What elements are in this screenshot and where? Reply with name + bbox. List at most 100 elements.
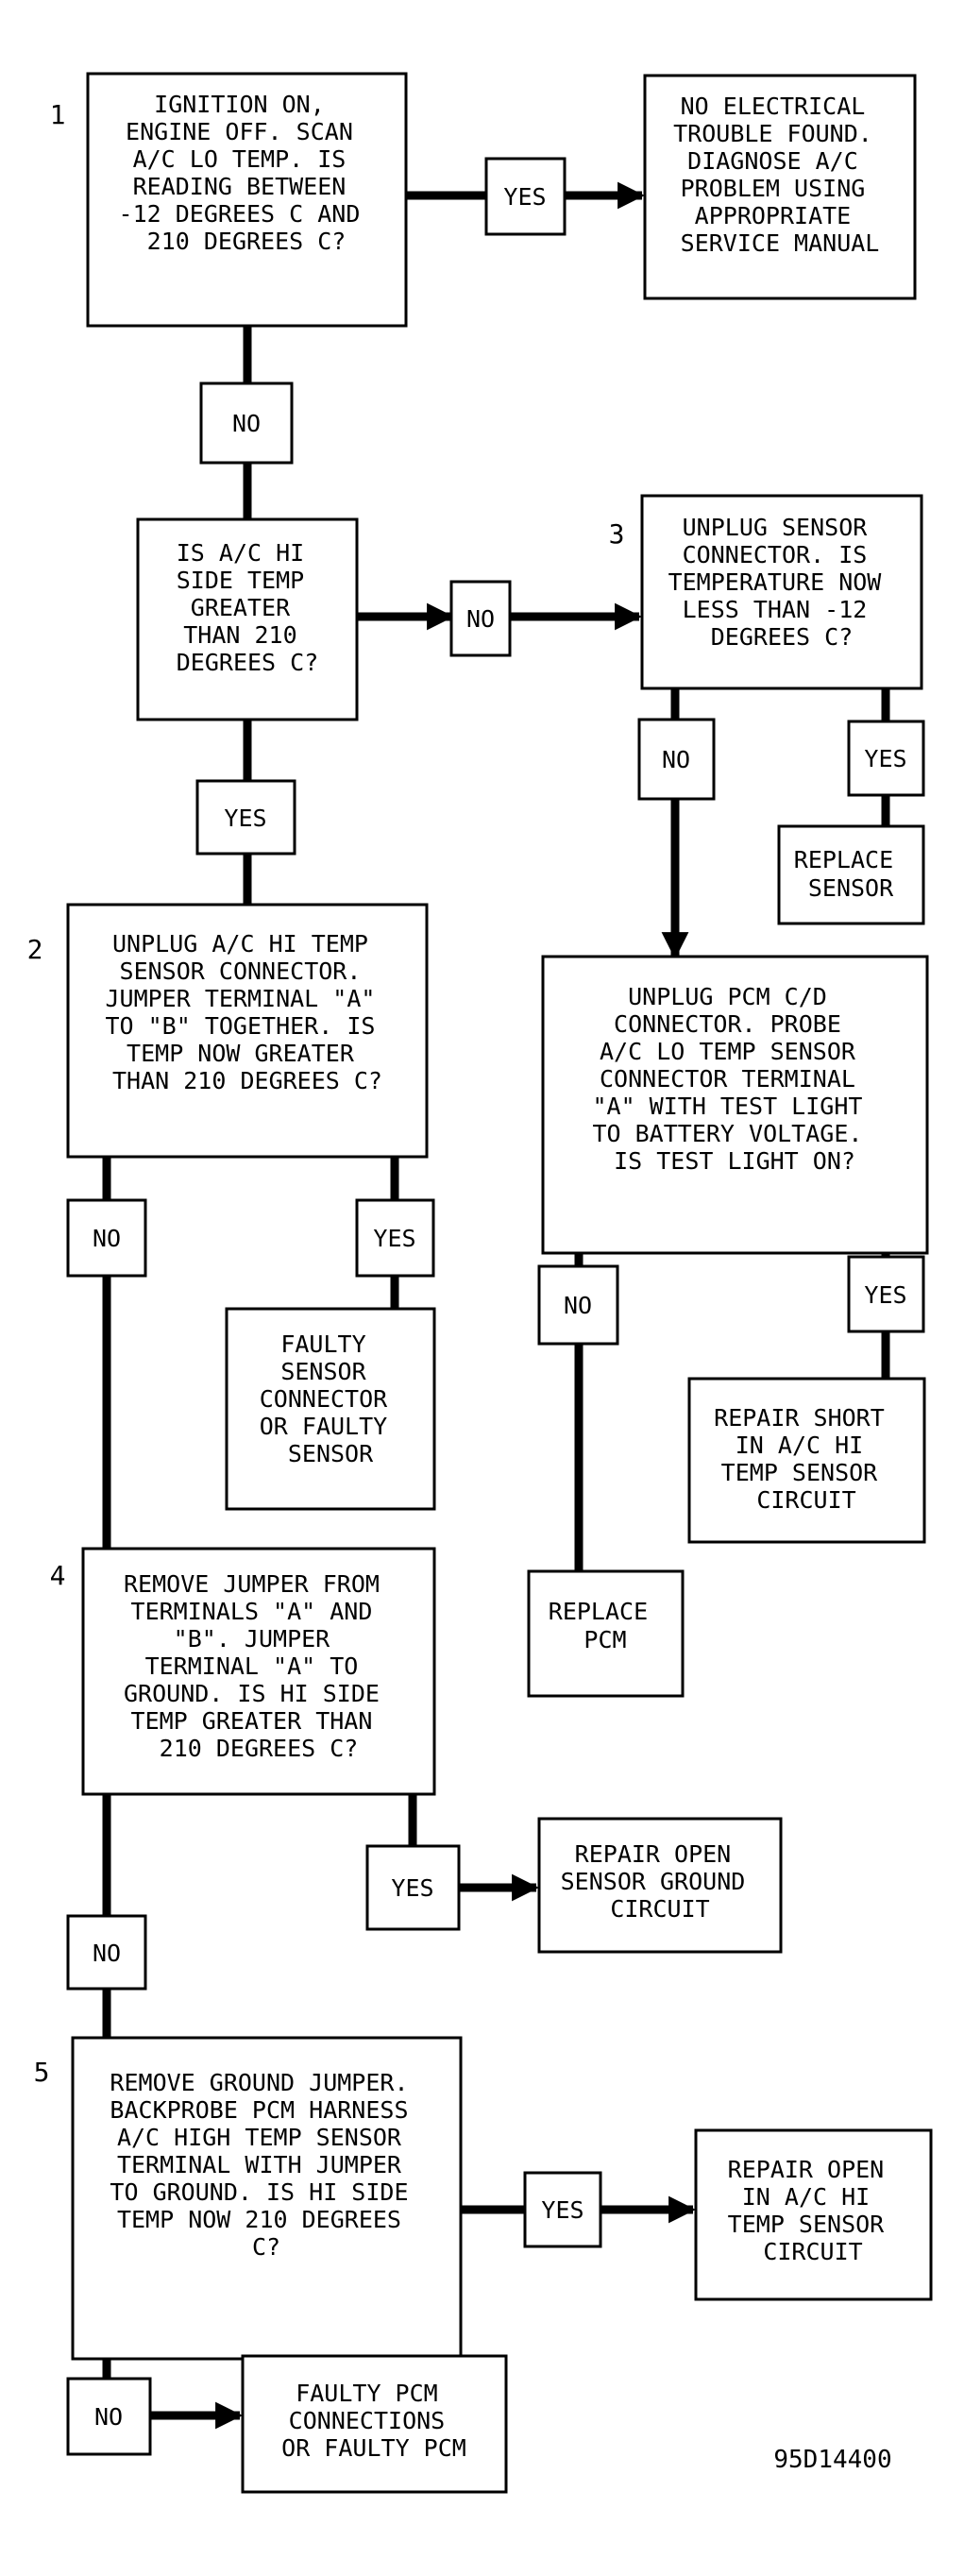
svg-text:NO ELECTRICAL TROUBLE FO: NO ELECTRICAL TROUBLE FOUND. DIAGNOSE A/…: [673, 93, 887, 257]
box-q5-line: TEMP NOW 210 DEGREES: [117, 2206, 401, 2233]
box-faulty-sensor-line: CONNECTOR: [260, 1385, 388, 1413]
box-no-trouble-found-line: TROUBLE FOUND.: [673, 120, 872, 147]
svg-text:REPAIR OPEN IN A/C HI: REPAIR OPEN IN A/C HI TEMP SENSOR CIRCUI…: [728, 2156, 899, 2265]
box-q-hi-side-temp-line: THAN 210: [183, 621, 296, 649]
box-repair-open-ground-line: CIRCUIT: [610, 1895, 709, 1923]
box-replace-pcm-line: REPLACE: [549, 1598, 648, 1625]
step-number-5: 5: [34, 2057, 50, 2088]
box-q3-line: CONNECTOR. IS: [683, 541, 868, 568]
box-repair-open-ground-line: REPAIR OPEN: [575, 1840, 732, 1868]
box-q-hi-side-temp-line: SIDE TEMP: [177, 567, 304, 594]
box-q-pcm-connector-line: TO BATTERY VOLTAGE.: [592, 1120, 862, 1147]
answer-no-1: NO: [199, 381, 294, 465]
box-q1-line: ENGINE OFF. SCAN: [126, 118, 353, 145]
box-repair-open-ground-line: SENSOR GROUND: [561, 1868, 746, 1895]
box-q5-line: REMOVE GROUND JUMPER.: [110, 2069, 408, 2096]
box-repair-open-hi-line: CIRCUIT: [763, 2238, 862, 2265]
answer-yes-4: YES: [365, 1844, 461, 1931]
answer-yes-5: YES: [523, 2171, 602, 2248]
box-faulty-pcm: FAULTY PCM CONNECTIONS OR FAULTY PCM: [241, 2354, 508, 2494]
answer-no-pcm: NO: [537, 1264, 619, 1346]
box-q-pcm-connector-line: UNPLUG PCM C/D: [628, 983, 827, 1010]
box-q5-line: BACKPROBE PCM HARNESS: [110, 2096, 408, 2124]
box-q4-line: GROUND. IS HI SIDE: [124, 1680, 380, 1707]
box-q5-line: TO GROUND. IS HI SIDE: [110, 2178, 408, 2206]
box-replace-sensor-line: SENSOR: [808, 874, 894, 902]
box-q5-line: C?: [252, 2233, 280, 2261]
box-faulty-sensor-line: OR FAULTY: [260, 1413, 387, 1440]
box-replace-sensor: REPLACE SENSOR: [777, 824, 925, 925]
box-q2-line: THAN 210 DEGREES C?: [112, 1067, 382, 1094]
box-q4-line: 210 DEGREES C?: [160, 1735, 359, 1762]
svg-text:NO: NO: [232, 410, 261, 437]
box-q4-line: REMOVE JUMPER FROM: [124, 1570, 380, 1598]
box-q2-line: TO "B" TOGETHER. IS: [105, 1012, 375, 1040]
answer-yes-1: YES: [484, 157, 567, 236]
svg-text:YES: YES: [391, 1874, 433, 1902]
svg-text:IGNITION ON, ENGINE OFF.: IGNITION ON, ENGINE OFF. SCAN A/C LO TEM…: [119, 91, 375, 255]
svg-text:YES: YES: [224, 805, 266, 832]
svg-text:NO: NO: [564, 1292, 592, 1319]
box-q-pcm-connector-line: IS TEST LIGHT ON?: [614, 1147, 855, 1175]
box-repair-short-line: REPAIR SHORT: [714, 1404, 885, 1432]
connectors: [102, 181, 890, 2430]
box-faulty-pcm-line: OR FAULTY PCM: [281, 2434, 466, 2462]
box-q2-line: UNPLUG A/C HI TEMP: [112, 930, 368, 958]
svg-text:REPAIR OPEN SENSOR GROUN: REPAIR OPEN SENSOR GROUND CIRCUIT: [561, 1840, 760, 1923]
box-no-trouble-found-line: APPROPRIATE: [695, 202, 852, 229]
answer-yes-hi-side: YES: [195, 779, 296, 856]
svg-text:YES: YES: [864, 745, 906, 772]
box-faulty-sensor-line: SENSOR: [280, 1358, 366, 1385]
step-number-4: 4: [50, 1560, 66, 1591]
box-q-hi-side-temp-line: DEGREES C?: [177, 649, 319, 676]
box-q4-line: TERMINALS "A" AND: [131, 1598, 373, 1625]
box-q2: UNPLUG A/C HI TEMP SENSOR CONNECTOR. JUM…: [66, 903, 429, 1159]
box-q3-line: DEGREES C?: [711, 623, 854, 651]
box-replace-pcm: REPLACE PCM: [527, 1569, 685, 1698]
box-no-trouble-found-line: DIAGNOSE A/C: [687, 147, 858, 175]
box-faulty-sensor-line: FAULTY: [280, 1330, 365, 1358]
svg-text:NO: NO: [466, 605, 495, 633]
box-faulty-sensor: FAULTY SENSOR CONNECTOR OR FAULTY SENSOR: [225, 1307, 436, 1511]
svg-text:YES: YES: [541, 2196, 583, 2224]
box-q3-line: LESS THAN -12: [683, 596, 868, 623]
box-q4-line: TERMINAL "A" TO: [145, 1652, 359, 1680]
box-no-trouble-found-line: PROBLEM USING: [681, 175, 866, 202]
step-number-1: 1: [50, 99, 66, 130]
box-q1-line: IGNITION ON,: [154, 91, 325, 118]
box-faulty-pcm-line: FAULTY PCM: [296, 2380, 438, 2407]
box-q1-line: READING BETWEEN: [133, 173, 347, 200]
svg-text:NO: NO: [93, 1940, 121, 1967]
svg-text:NO: NO: [94, 2403, 123, 2431]
box-q-hi-side-temp-line: GREATER: [191, 594, 291, 621]
svg-text:REPLACE SENSOR: REPLACE SENSOR: [794, 846, 907, 902]
box-no-trouble-found-line: SERVICE MANUAL: [681, 229, 880, 257]
box-repair-short-line: IN A/C HI: [736, 1432, 863, 1459]
box-q-pcm-connector-line: "A" WITH TEST LIGHT: [592, 1093, 862, 1120]
box-repair-open-hi: REPAIR OPEN IN A/C HI TEMP SENSOR CIRCUI…: [694, 2128, 933, 2301]
box-q-pcm-connector-line: CONNECTOR. PROBE: [614, 1010, 841, 1038]
box-repair-short: REPAIR SHORT IN A/C HI TEMP SENSOR CIRCU…: [687, 1377, 926, 1544]
svg-text:YES: YES: [864, 1281, 906, 1309]
step-number-2: 2: [27, 934, 43, 965]
answer-no-5: NO: [66, 2377, 152, 2456]
answer-no-3: NO: [637, 718, 716, 801]
box-q3-line: TEMPERATURE NOW: [668, 568, 883, 596]
svg-text:UNPLUG SENSOR CONNECTOR.: UNPLUG SENSOR CONNECTOR. IS TEMPERATURE …: [668, 514, 896, 651]
box-q4-line: "B". JUMPER: [174, 1625, 331, 1652]
svg-text:REPAIR SHORT IN A/C HI: REPAIR SHORT IN A/C HI TEMP SENSOR CIRCU…: [714, 1404, 899, 1514]
box-q-hi-side-temp: IS A/C HI SIDE TEMP GREATER THAN 210 DEG…: [136, 517, 359, 721]
box-q1: IGNITION ON, ENGINE OFF. SCAN A/C LO TEM…: [86, 72, 408, 328]
box-q-pcm-connector: UNPLUG PCM C/D CONNECTOR. PROBE A/C LO T…: [541, 955, 929, 1255]
box-q-pcm-connector-line: CONNECTOR TERMINAL: [600, 1065, 855, 1093]
answer-no-hi-side: NO: [449, 580, 512, 657]
svg-text:UNPLUG PCM C/D CONNECTOR: UNPLUG PCM C/D CONNECTOR. PROBE A/C LO T…: [592, 983, 876, 1175]
box-repair-open-hi-line: IN A/C HI: [742, 2183, 870, 2211]
answer-no-2: NO: [66, 1198, 147, 1278]
svg-text:NO: NO: [662, 746, 690, 773]
svg-text:YES: YES: [503, 183, 546, 211]
svg-text:YES: YES: [373, 1225, 415, 1252]
svg-text:FAULTY SENSOR CONN: FAULTY SENSOR CONNECTOR OR FAULTY SENSOR: [260, 1330, 402, 1467]
box-q2-line: JUMPER TERMINAL "A": [105, 985, 375, 1012]
